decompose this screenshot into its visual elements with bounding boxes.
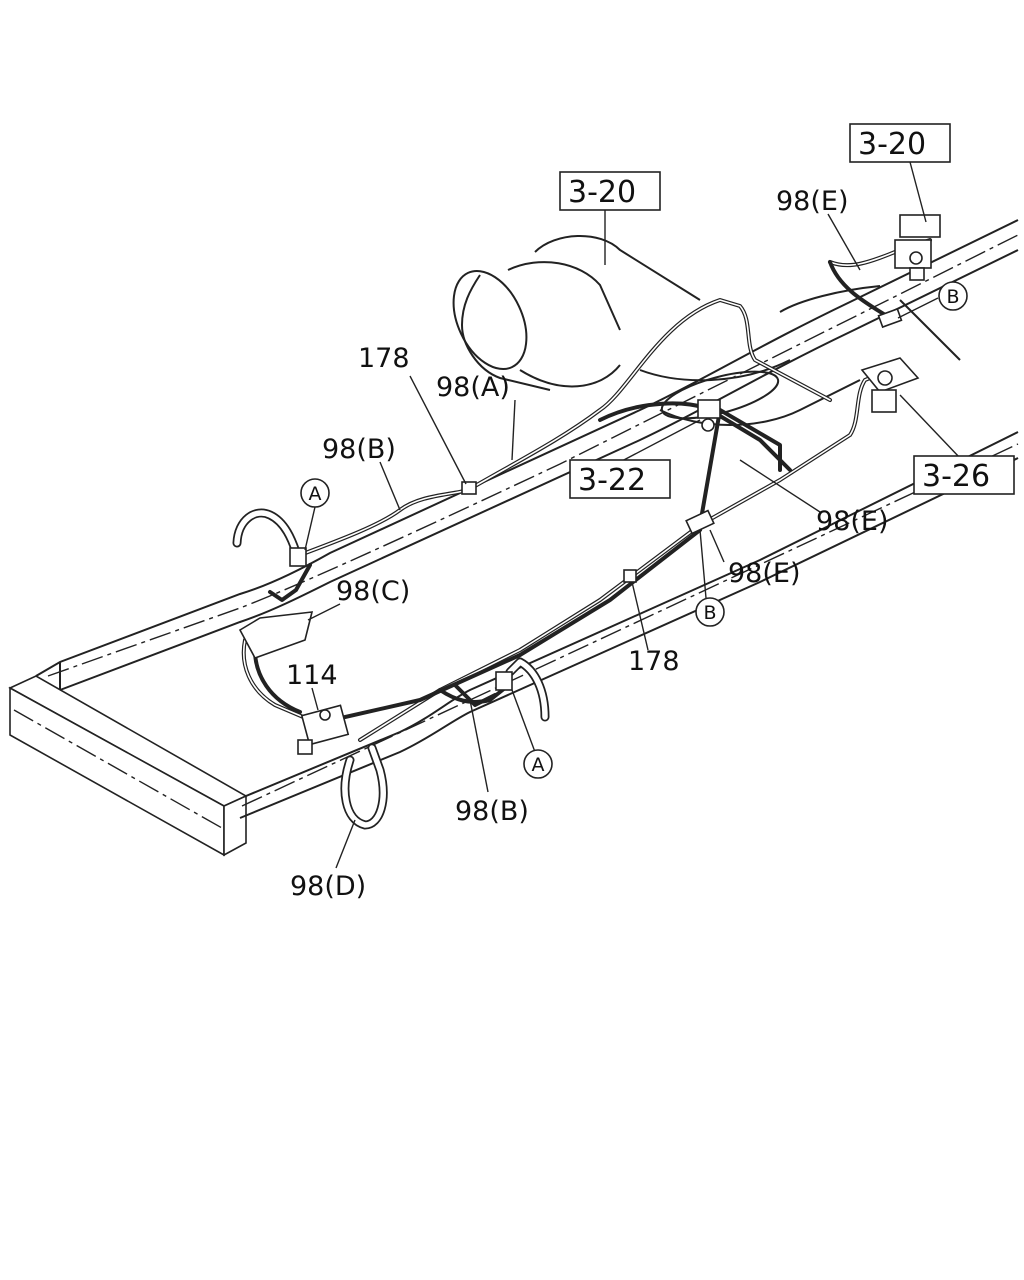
label-98e-top: 98(E) <box>776 186 848 217</box>
circle-b-mid: B <box>695 597 725 627</box>
junction-block-114 <box>297 704 350 755</box>
label-114: 114 <box>286 660 338 691</box>
label-98b-low: 98(B) <box>455 796 529 827</box>
brake-pipes <box>241 238 932 742</box>
label-98c: 98(C) <box>336 576 410 607</box>
ref-box-3-20-top: 3-20 <box>849 123 951 163</box>
hose-bracket-a-low <box>495 671 513 691</box>
hose-bracket-a-left <box>289 547 307 567</box>
bracket-98c <box>238 611 314 659</box>
label-98a: 98(A) <box>436 372 510 403</box>
ref-3-20-mid: 3-20 <box>568 175 636 210</box>
clip-178-top <box>461 481 477 495</box>
front-crossmember <box>8 675 248 857</box>
three-way-joint <box>697 399 721 432</box>
circle-a-left-letter: A <box>309 483 322 505</box>
ref-box-3-22: 3-22 <box>569 459 671 499</box>
circle-b-mid-letter: B <box>703 602 716 624</box>
relay-valve <box>860 357 920 413</box>
circle-a-low: A <box>523 749 553 779</box>
label-98e-mid: 98(E) <box>816 506 888 537</box>
pipe-clamp-b-right <box>877 307 903 329</box>
circle-b-right: B <box>938 281 968 311</box>
ref-3-20-top: 3-20 <box>858 127 926 162</box>
brake-valve <box>894 214 941 281</box>
right-side-rail <box>239 431 1019 819</box>
circle-a-left: A <box>300 478 330 508</box>
air-tank <box>452 234 861 426</box>
label-98d: 98(D) <box>290 871 366 902</box>
label-98e-low: 98(E) <box>728 558 800 589</box>
clip-178-low <box>623 569 637 583</box>
leader-lines <box>304 161 961 869</box>
ref-3-26: 3-26 <box>922 459 990 494</box>
ref-box-3-26: 3-26 <box>913 455 1015 495</box>
flexible-hoses <box>232 508 550 830</box>
label-178-top: 178 <box>358 343 410 374</box>
ref-3-22: 3-22 <box>578 463 646 498</box>
ref-box-3-20-mid: 3-20 <box>559 171 661 211</box>
callout-labels: 3-20 3-20 3-22 3-26 98(E) 98(E) 98(E) 17… <box>286 123 1015 902</box>
label-98b-top: 98(B) <box>322 434 396 465</box>
frame-rails <box>8 219 1019 857</box>
label-178-low: 178 <box>628 646 680 677</box>
circle-a-low-letter: A <box>532 754 545 776</box>
components <box>238 214 941 755</box>
pipe-clamp-b-mid <box>685 509 715 535</box>
circle-b-right-letter: B <box>946 286 959 308</box>
